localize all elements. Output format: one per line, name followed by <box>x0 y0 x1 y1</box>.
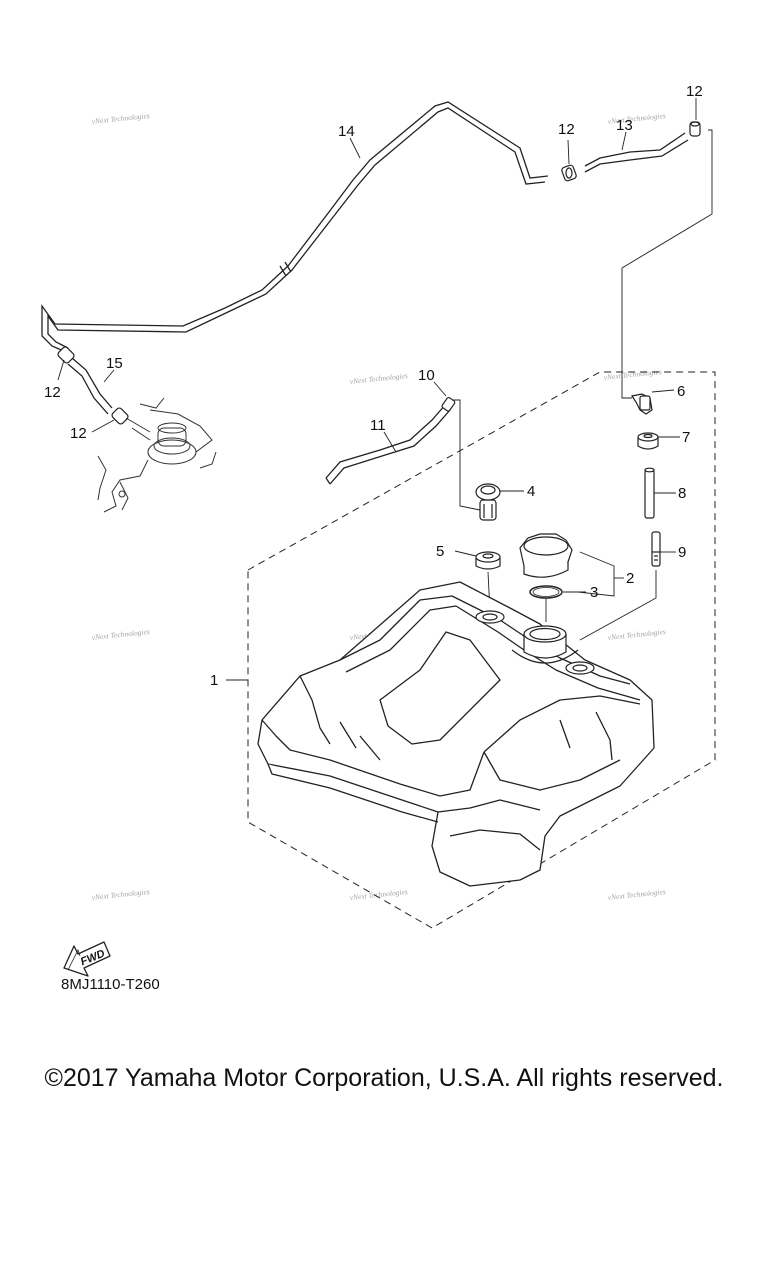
callout-12-c: 12 <box>44 384 61 401</box>
callout-12-d: 12 <box>70 425 87 442</box>
callout-3: 3 <box>590 584 598 601</box>
clip-12-upper-right <box>689 121 701 137</box>
hose-15 <box>67 357 113 415</box>
clip-12-left-upper <box>57 346 75 364</box>
callout-leaders <box>57 98 697 681</box>
watermark-text: vNext Technologies <box>349 887 408 902</box>
callout-12-a: 12 <box>558 121 575 138</box>
clip-10 <box>441 396 456 412</box>
pipe-8 <box>644 467 655 519</box>
clip-12-upper-left <box>561 164 577 182</box>
fuel-tank-1 <box>257 581 655 887</box>
hose-11 <box>325 403 451 485</box>
callout-10: 10 <box>418 367 435 384</box>
joint-6 <box>631 393 653 415</box>
diagram-code: 8MJ1110-T260 <box>61 976 160 993</box>
callout-8: 8 <box>678 485 686 502</box>
callout-1: 1 <box>210 672 218 689</box>
callout-6: 6 <box>677 383 685 400</box>
callout-12-b: 12 <box>686 83 703 100</box>
watermark-text: vNext Technologies <box>91 627 150 642</box>
grommet-5 <box>475 551 501 570</box>
hose-route-line <box>621 129 713 399</box>
callout-2: 2 <box>626 570 634 587</box>
watermark-text: vNext Technologies <box>603 367 662 382</box>
fuel-cap-2 <box>519 533 573 578</box>
rollover-valve-4 <box>475 483 501 521</box>
callout-4: 4 <box>527 483 535 500</box>
watermark-text: vNext Technologies <box>91 887 150 902</box>
callout-labels: 1 2 3 4 5 6 7 8 9 10 11 12 12 12 12 13 1… <box>44 83 703 689</box>
callout-15: 15 <box>106 355 123 372</box>
callout-9: 9 <box>678 544 686 561</box>
tank-openings <box>475 610 595 675</box>
callout-7: 7 <box>682 429 690 446</box>
watermark-text: vNext Technologies <box>607 627 666 642</box>
watermark-text: vNext Technologies <box>91 111 150 126</box>
watermark-text: vNext Technologies <box>349 371 408 386</box>
callout-13: 13 <box>616 117 633 134</box>
parts-diagram: vNext Technologies vNext Technologies vNex… <box>41 83 716 977</box>
breather-hose-14 <box>41 101 549 353</box>
callout-5: 5 <box>436 543 444 560</box>
fwd-arrow-icon: FWD <box>63 941 111 977</box>
hose-13 <box>584 132 689 173</box>
watermark-text: vNext Technologies <box>607 887 666 902</box>
tank-assembly-outline <box>247 371 716 929</box>
clip-12-left-lower <box>111 407 129 425</box>
copyright-notice: ©2017 Yamaha Motor Corporation, U.S.A. A… <box>44 1064 724 1092</box>
leader-10-route <box>452 399 481 511</box>
callout-14: 14 <box>338 123 355 140</box>
vehicle-detail-sketch <box>97 397 217 513</box>
fwd-label: FWD <box>79 948 107 969</box>
callout-11: 11 <box>370 417 386 434</box>
grommet-7 <box>637 432 659 450</box>
filter-9 <box>651 531 661 567</box>
leader-9-route <box>579 570 657 641</box>
